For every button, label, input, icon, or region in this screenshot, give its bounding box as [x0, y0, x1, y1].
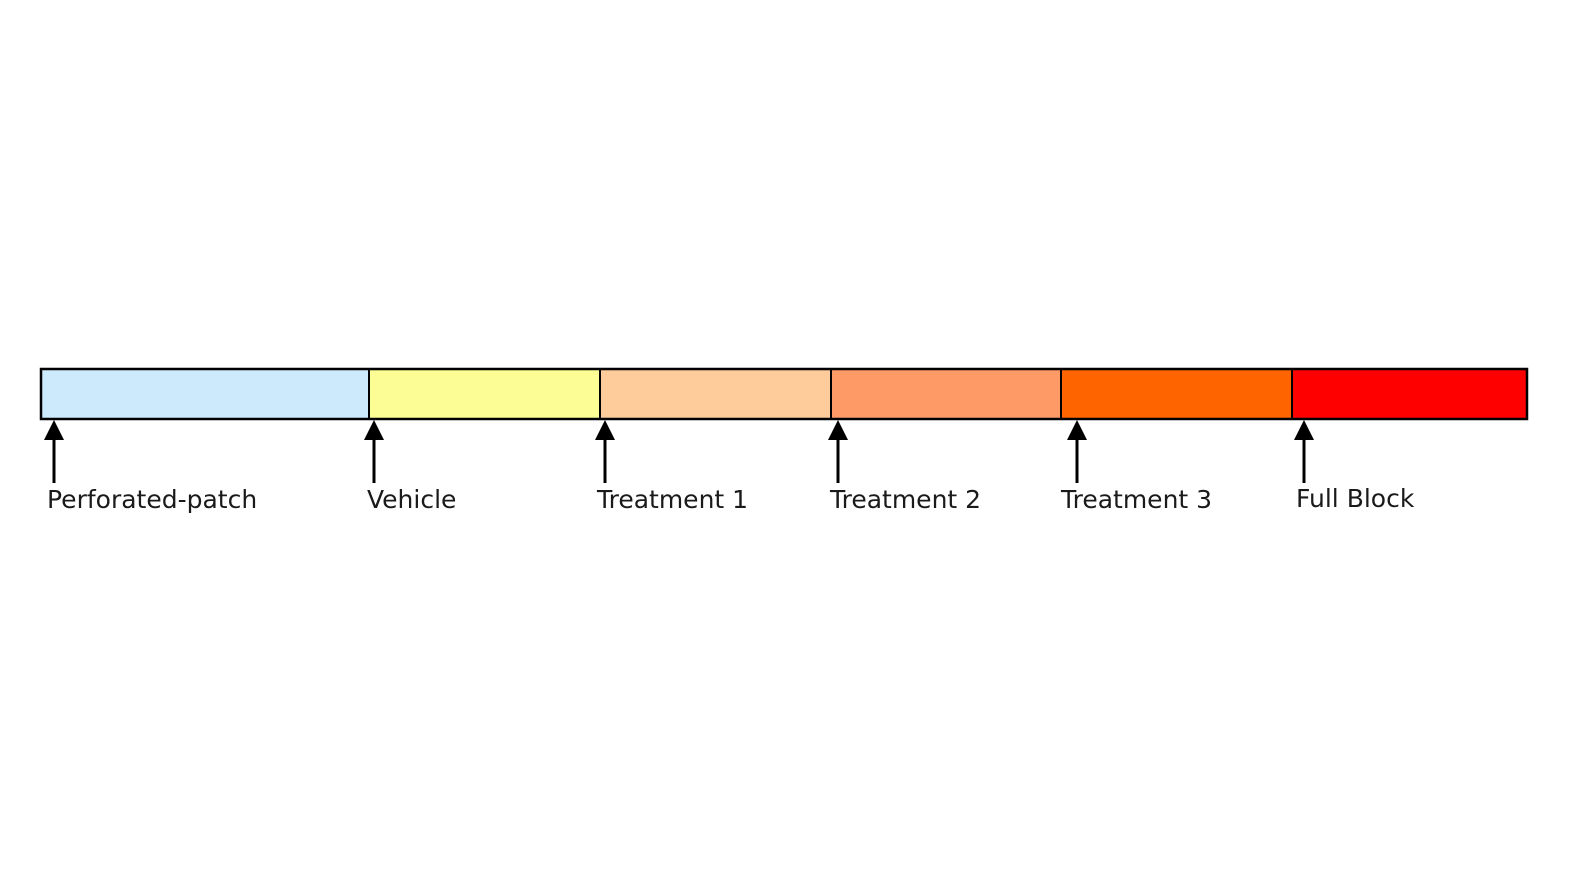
- arrow-head: [1067, 420, 1087, 440]
- arrow-head: [364, 420, 384, 440]
- label-treatment-1: Treatment 1: [596, 485, 748, 514]
- label-treatment-3: Treatment 3: [1060, 485, 1212, 514]
- segment-full-block: [1291, 368, 1528, 420]
- timeline-segments: [40, 368, 1528, 420]
- timeline-bar-outline: [39, 367, 1529, 421]
- arrow-full-block: [1294, 420, 1314, 483]
- arrow-head: [595, 420, 615, 440]
- segment-treatment-2: [830, 368, 1062, 420]
- label-perforated-patch: Perforated-patch: [47, 485, 257, 514]
- segment-perforated-patch: [40, 368, 370, 420]
- arrow-treatment-2: [828, 420, 848, 483]
- segment-treatment-1: [599, 368, 832, 420]
- arrow-perforated-patch: [44, 420, 64, 483]
- arrow-vehicle: [364, 420, 384, 483]
- stage-markers: Perforated-patch Vehicle Treatment 1 Treatm…: [44, 420, 1415, 514]
- segment-treatment-3: [1060, 368, 1293, 420]
- arrow-treatment-3: [1067, 420, 1087, 483]
- label-full-block: Full Block: [1296, 484, 1415, 513]
- arrow-head: [44, 420, 64, 440]
- label-vehicle: Vehicle: [367, 485, 456, 514]
- label-treatment-2: Treatment 2: [829, 485, 981, 514]
- arrow-treatment-1: [595, 420, 615, 483]
- arrow-head: [1294, 420, 1314, 440]
- arrow-head: [828, 420, 848, 440]
- timeline-bar: [39, 367, 1529, 421]
- segment-vehicle: [368, 368, 601, 420]
